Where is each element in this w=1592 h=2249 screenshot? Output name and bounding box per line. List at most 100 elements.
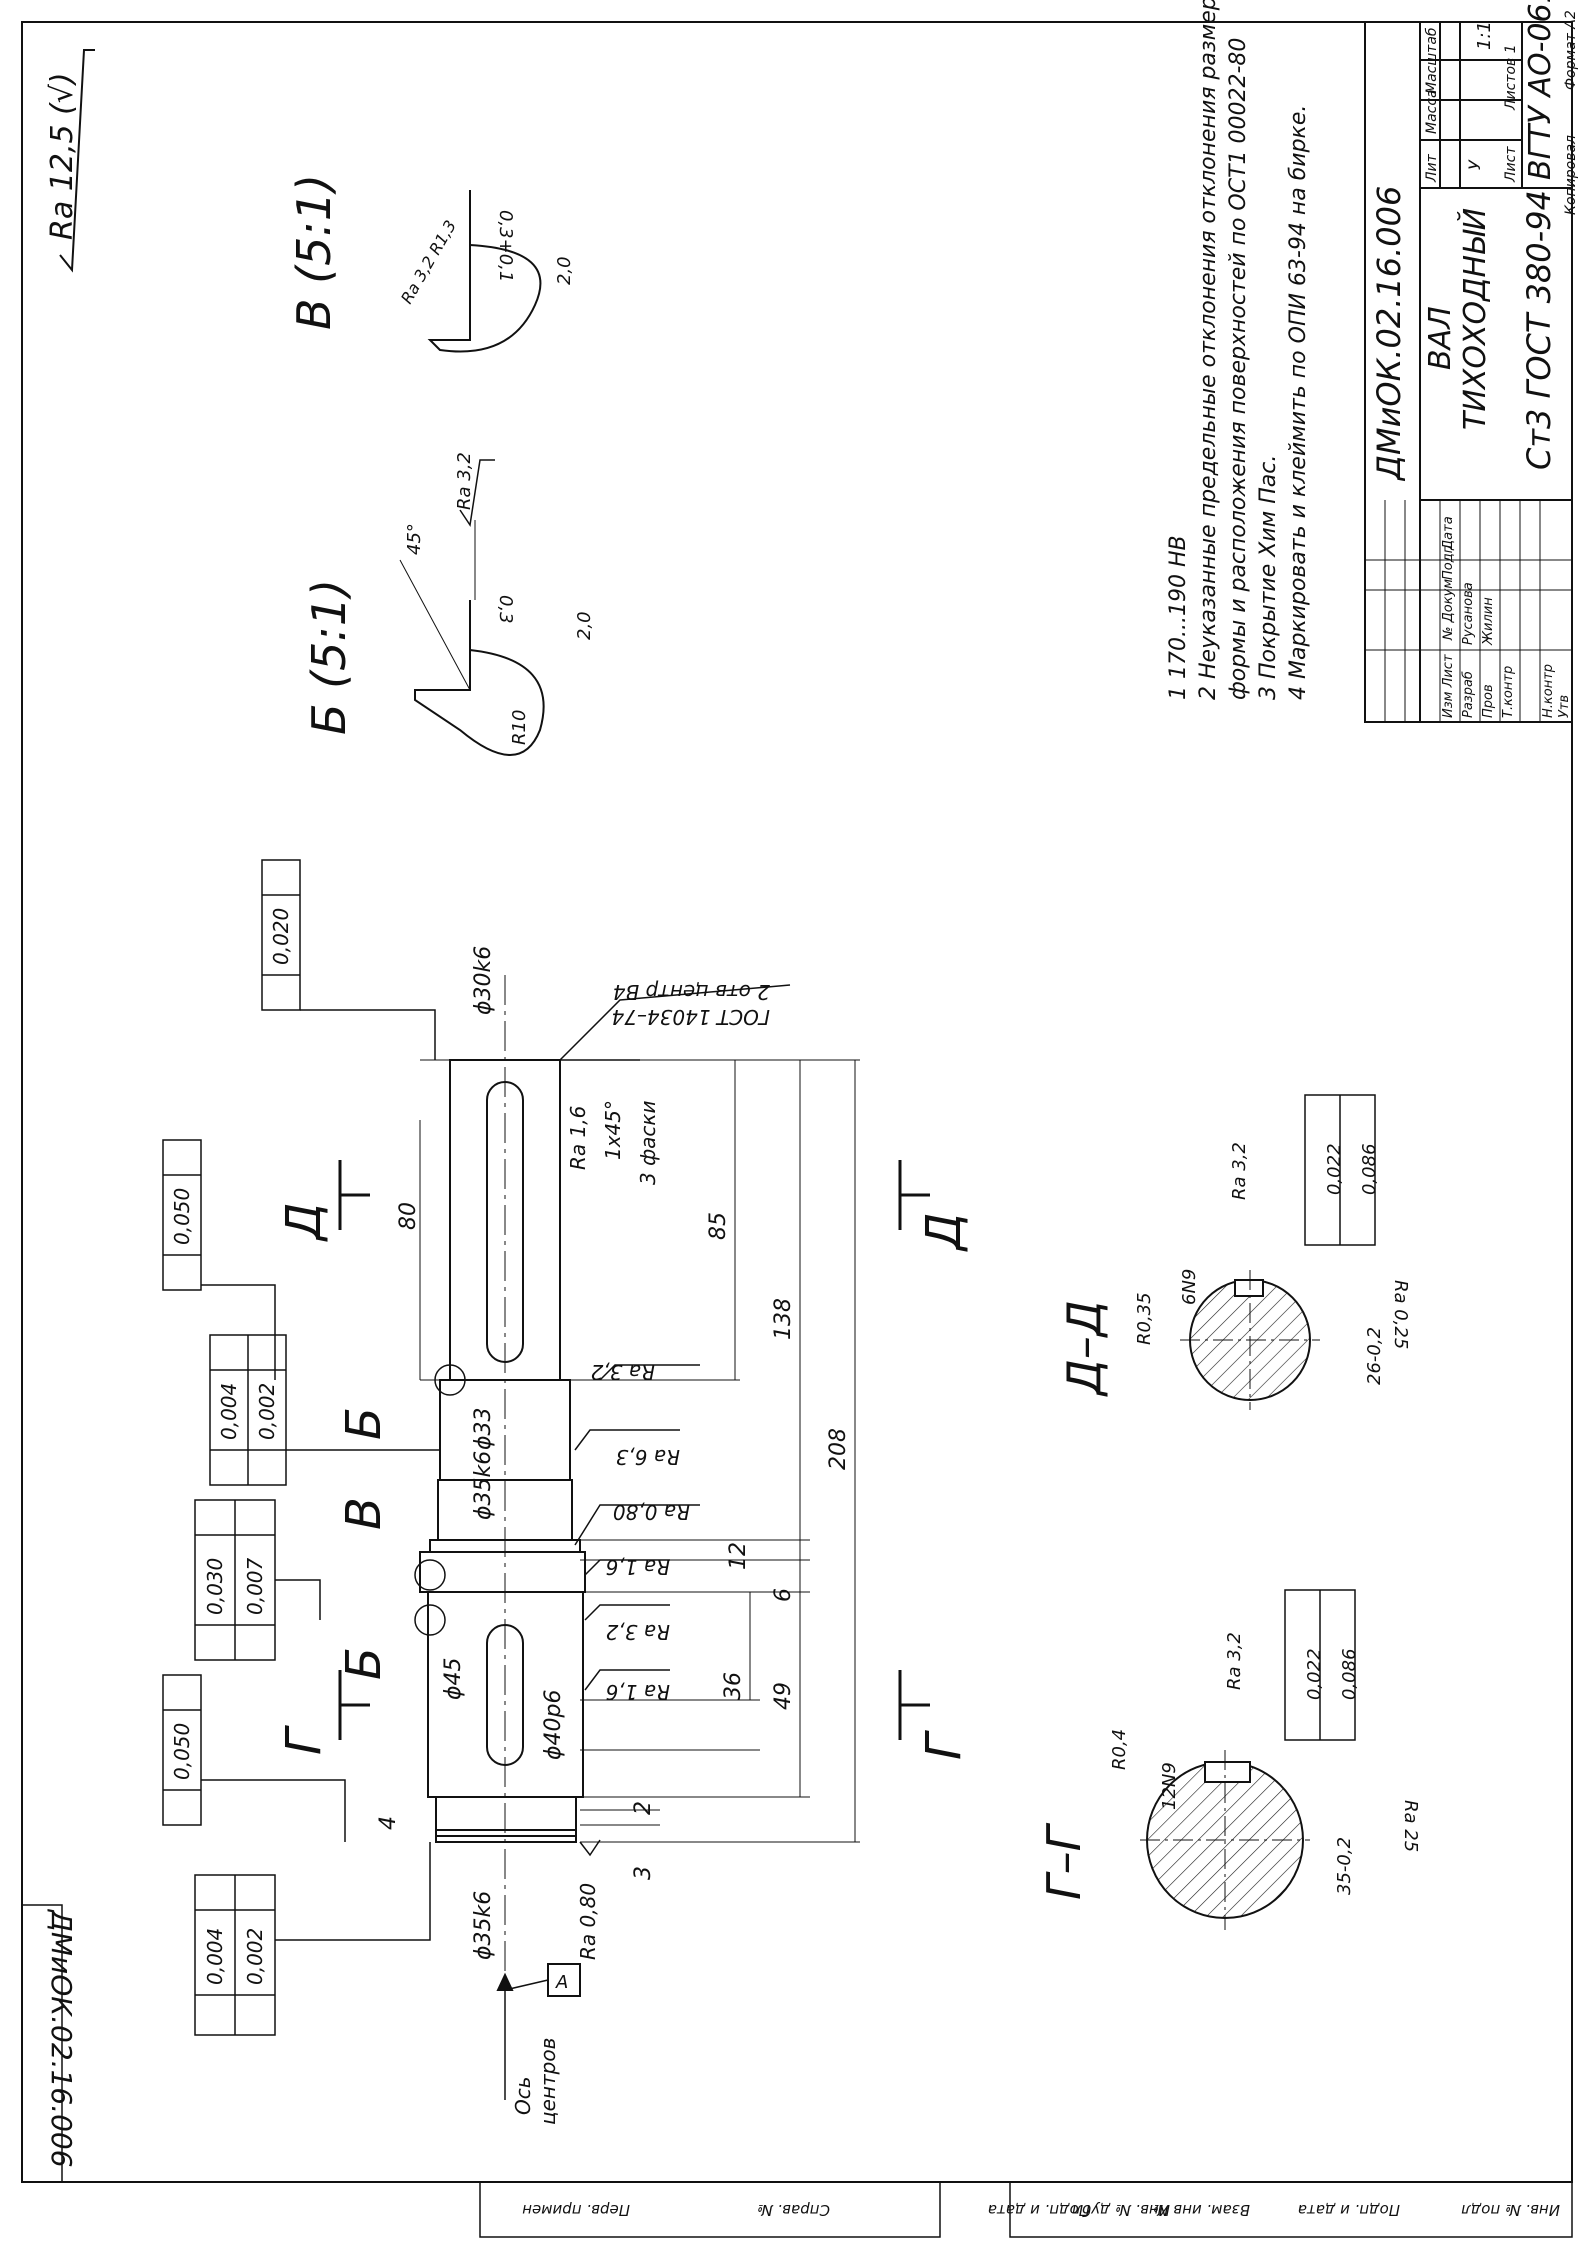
svg-text:0,086: 0,086 (1359, 1143, 1380, 1195)
svg-text:Пров: Пров (1481, 684, 1496, 718)
margin-label-perv: Перв. примен (522, 2201, 630, 2219)
svg-text:Масса: Масса (1424, 89, 1440, 134)
svg-text:ВГТУ АО-061: ВГТУ АО-061 (1523, 0, 1558, 180)
tol-0-007: 0,007 (243, 1557, 267, 1615)
svg-text:2,0: 2,0 (574, 611, 595, 640)
dim-d35-1: ϕ35k6 (471, 1451, 496, 1520)
centre-note: 2 отв центр В4 (613, 980, 770, 1004)
svg-text:ДМиОК.02.16.006: ДМиОК.02.16.006 (1370, 186, 1408, 482)
ra-1-6-b: Ra 1,6 (606, 1555, 670, 1579)
dim-l208: 208 (826, 1428, 851, 1470)
svg-text:Утв: Утв (1557, 695, 1572, 718)
tol-0-004-a: 0,004 (217, 1383, 241, 1440)
title-block (1364, 21, 1573, 723)
dim-l6: 6 (771, 1588, 796, 1602)
svg-text:Ra 0,25: Ra 0,25 (1390, 1280, 1411, 1349)
dim-d35-2: ϕ35k6 (471, 1891, 496, 1960)
svg-text:Лист: Лист (1503, 146, 1519, 183)
dim-d45: ϕ45 (441, 1657, 466, 1700)
svg-text:Ra 25: Ra 25 (1400, 1800, 1421, 1852)
tol-0-002-a: 0,002 (255, 1383, 279, 1440)
marker-v: В (336, 1497, 392, 1530)
margin-label-podp2: Подп. и дата (1298, 2201, 1400, 2219)
svg-text:Ra 12,5 (√): Ra 12,5 (√) (45, 72, 80, 240)
marker-d-right: Д (916, 1213, 972, 1253)
dim-l4: 4 (376, 1816, 401, 1830)
svg-text:В (5:1): В (5:1) (287, 174, 341, 330)
chamfer-note: 1x45° (601, 1100, 625, 1160)
svg-text:Ст3 ГОСТ 380-94: Ст3 ГОСТ 380-94 (1520, 190, 1558, 470)
svg-text:Листов 1: Листов 1 (1503, 44, 1519, 111)
svg-text:0,3: 0,3 (495, 595, 516, 624)
detail-v: В (5:1) 0,3+0,1 2,0 Ra 3,2 R1,3 (287, 174, 575, 353)
svg-text:12N9: 12N9 (1159, 1762, 1180, 1810)
dim-l3: 3 (631, 1866, 656, 1880)
svg-text:Ra 3,2: Ra 3,2 (1229, 1142, 1250, 1200)
svg-text:Ra 3,2: Ra 3,2 (454, 452, 475, 510)
svg-text:Н.контр: Н.контр (1541, 664, 1556, 718)
svg-text:Лит: Лит (1424, 153, 1440, 183)
svg-text:Русанова: Русанова (1461, 582, 1476, 645)
dim-l138: 138 (771, 1298, 796, 1340)
ra-0-80-a: Ra 0,80 (613, 1500, 690, 1524)
svg-text:Д–Д: Д–Д (1057, 1300, 1111, 1397)
svg-text:Масштаб: Масштаб (1424, 27, 1440, 94)
svg-text:Разраб: Разраб (1461, 671, 1476, 718)
axis-label-2: центров (536, 2038, 560, 2125)
tol-0-030: 0,030 (203, 1558, 227, 1615)
margin-label-sprav: Справ. № (757, 2201, 830, 2219)
svg-text:Ra 3,2 R1,3: Ra 3,2 R1,3 (397, 217, 460, 307)
svg-text:2 Неуказанные предельные от: 2 Неуказанные предельные отклонения откл… (1196, 0, 1221, 700)
svg-text:0,022: 0,022 (1324, 1143, 1345, 1195)
ra-0-80-b: Ra 0,80 (576, 1883, 600, 1960)
svg-text:Дата: Дата (1441, 516, 1456, 551)
svg-text:Подп: Подп (1441, 544, 1456, 580)
svg-text:26-0,2: 26-0,2 (1364, 1327, 1385, 1385)
section-d: Д–Д 6N9 R0,35 26-0,2 Ra 3,2 Ra 0,25 0,02… (1057, 1094, 1411, 1410)
marker-b-1: Б (336, 1407, 392, 1440)
svg-text:Копировал: Копировал (1563, 135, 1579, 215)
margin-label-podp1: Подп. и дата (988, 2201, 1090, 2219)
svg-text:2,0: 2,0 (554, 256, 575, 285)
dim-d30: ϕ30k6 (471, 946, 496, 1015)
svg-text:№ Докум: № Докум (1441, 579, 1456, 641)
bottom-margin-strip-2 (479, 2181, 941, 2238)
svg-text:R0,4: R0,4 (1109, 1729, 1130, 1770)
svg-text:Изм Лист: Изм Лист (1441, 654, 1456, 718)
dim-l36: 36 (721, 1672, 746, 1700)
svg-text:6N9: 6N9 (1179, 1269, 1200, 1305)
marker-g-right: Г (916, 1730, 972, 1760)
svg-text:0,086: 0,086 (1339, 1648, 1360, 1700)
ra-6-3: Ra 6,3 (616, 1445, 680, 1469)
svg-text:Г–Г: Г–Г (1037, 1822, 1091, 1900)
svg-text:Т.контр: Т.контр (1501, 666, 1516, 718)
chamfer-count: 3 фаски (636, 1100, 660, 1185)
dim-d33: ϕ33 (471, 1407, 496, 1450)
tol-0-004-b: 0,004 (203, 1928, 227, 1985)
svg-text:45°: 45° (404, 523, 425, 555)
centre-std: ГОСТ 14034–74 (612, 1005, 771, 1029)
svg-text:0,3+0,1: 0,3+0,1 (495, 210, 516, 282)
ra-1-6-a: Ra 1,6 (566, 1106, 590, 1170)
side-code-box (21, 1904, 63, 2183)
svg-text:0,022: 0,022 (1304, 1648, 1325, 1700)
dim-l80: 80 (396, 1202, 421, 1230)
svg-text:Ra 3,2: Ra 3,2 (1224, 1632, 1245, 1690)
marker-d-left: Д (276, 1203, 332, 1243)
svg-text:Формат А2: Формат А2 (1563, 10, 1579, 90)
general-roughness: Ra 12,5 (√) (45, 49, 95, 273)
tol-0-002-b: 0,002 (243, 1928, 267, 1985)
section-g: Г–Г 12N9 R0,4 35-0,2 Ra 3,2 Ra 25 0,022 … (1037, 1589, 1421, 1930)
svg-text:формы и расположения поверхнос: формы и расположения поверхностей по ОСТ… (1226, 38, 1251, 700)
shaft-view (414, 975, 586, 2040)
tolerance-frames (162, 859, 440, 2036)
section-markers (338, 1160, 930, 1740)
svg-text:Б (5:1): Б (5:1) (302, 579, 356, 735)
ra-3-2-b: Ra 3,2 (606, 1620, 670, 1644)
margin-label-vzam: Взам. инв № (1153, 2201, 1250, 2219)
margin-label-invdubl: Инв. № дубл (1072, 2201, 1170, 2219)
detail-b: Б (5:1) R10 0,3 2,0 45° Ra 3,2 (302, 452, 595, 756)
tol-0-050-b: 0,050 (170, 1723, 194, 1780)
title-block-text: ДМиОК.02.16.006 ВАЛ ТИХОХОДНЫЙ Ст3 ГОСТ … (1370, 0, 1579, 718)
axis-label-1: Ось (511, 2076, 535, 2115)
